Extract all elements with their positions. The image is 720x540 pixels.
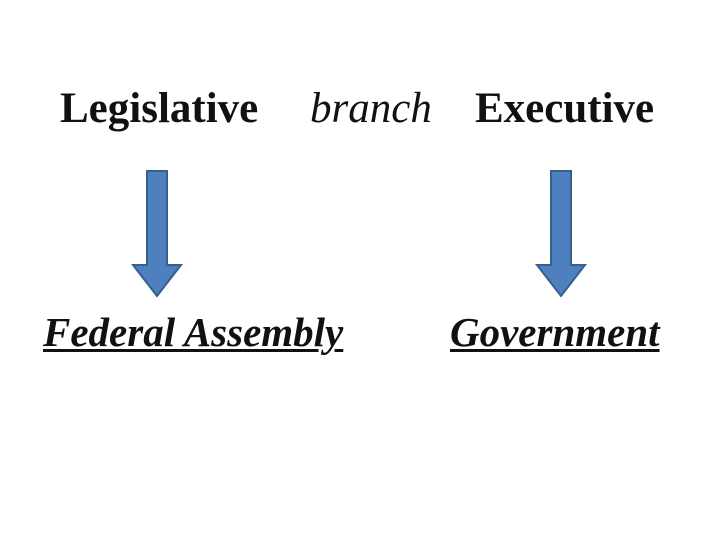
heading-legislative: Legislative [60, 85, 259, 132]
down-arrow-shape-left [130, 170, 184, 298]
label-government: Government [450, 309, 660, 355]
down-arrow-icon-right [534, 170, 588, 298]
label-federal-assembly: Federal Assembly [43, 309, 344, 355]
down-arrow-shape-right [534, 170, 588, 298]
heading-branch: branch [310, 85, 432, 132]
down-arrow-icon-left [130, 170, 184, 298]
heading-executive: Executive [475, 85, 655, 132]
